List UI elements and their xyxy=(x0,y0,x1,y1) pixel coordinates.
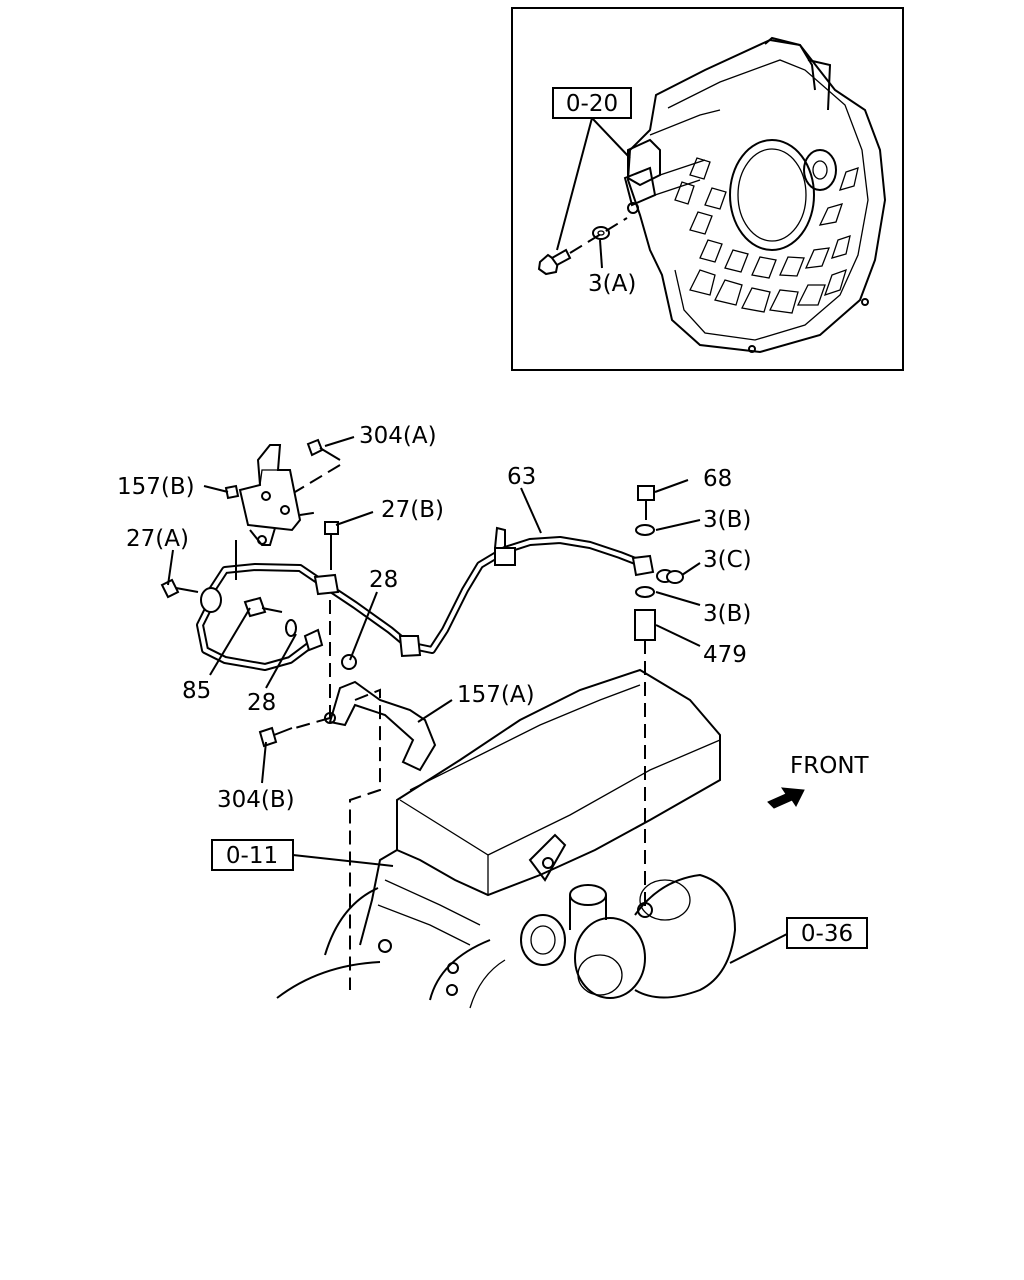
ref-0-36-box xyxy=(729,917,868,964)
hardware-drawing xyxy=(160,438,684,910)
oil-pipe-assembly xyxy=(196,526,655,671)
front-arrow xyxy=(767,787,805,809)
callout-27a: 27(A) xyxy=(126,526,189,552)
front-label: FRONT xyxy=(790,753,870,779)
callout-28-lower: 28 xyxy=(247,690,276,716)
bracket-157a-drawing xyxy=(294,600,437,772)
callout-27b: 27(B) xyxy=(381,497,444,523)
callout-85: 85 xyxy=(182,678,211,704)
callout-304b: 304(B) xyxy=(217,787,295,813)
callout-479: 479 xyxy=(703,642,747,668)
ref-0-20-label: 0-20 xyxy=(566,91,618,117)
callout-157a: 157(A) xyxy=(457,682,535,708)
callout-304a: 304(A) xyxy=(359,423,437,449)
inset-panel: 0-20 3(A) xyxy=(511,7,904,371)
bracket-157b-drawing xyxy=(235,444,341,580)
inset-bolt-drawing xyxy=(537,217,628,276)
engine-block-drawing xyxy=(276,668,737,1009)
callout-68: 68 xyxy=(703,466,732,492)
ref-0-36-label: 0-36 xyxy=(801,921,853,947)
callout-3a-label: 3(A) xyxy=(588,271,636,297)
callout-3b-upper: 3(B) xyxy=(703,507,751,533)
callout-28-upper: 28 xyxy=(369,567,398,593)
flywheel-housing-drawing xyxy=(623,36,887,354)
ref-0-11-box xyxy=(211,839,394,871)
callout-157b: 157(B) xyxy=(117,474,195,500)
callout-3b-lower: 3(B) xyxy=(703,601,751,627)
leader-lines xyxy=(167,436,701,784)
callout-3c: 3(C) xyxy=(703,547,752,573)
callout-63: 63 xyxy=(507,464,536,490)
ref-0-11-label: 0-11 xyxy=(226,843,278,869)
